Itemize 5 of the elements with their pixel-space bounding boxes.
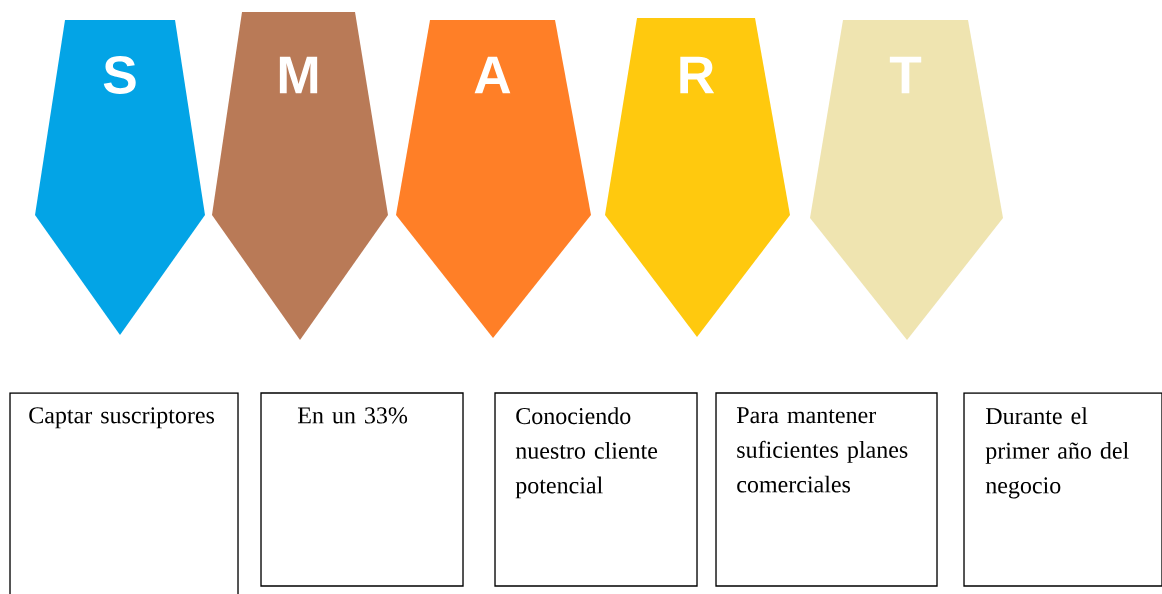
text-box: Conociendo nuestro cliente potencial xyxy=(494,392,698,587)
text-box: Para mantener suficientes planes comerciales xyxy=(715,392,938,587)
text-box: Durante el primer año del negocio xyxy=(963,392,1162,587)
text-box: En un 33% xyxy=(260,392,464,587)
text-box: Captar suscriptores xyxy=(9,392,239,594)
